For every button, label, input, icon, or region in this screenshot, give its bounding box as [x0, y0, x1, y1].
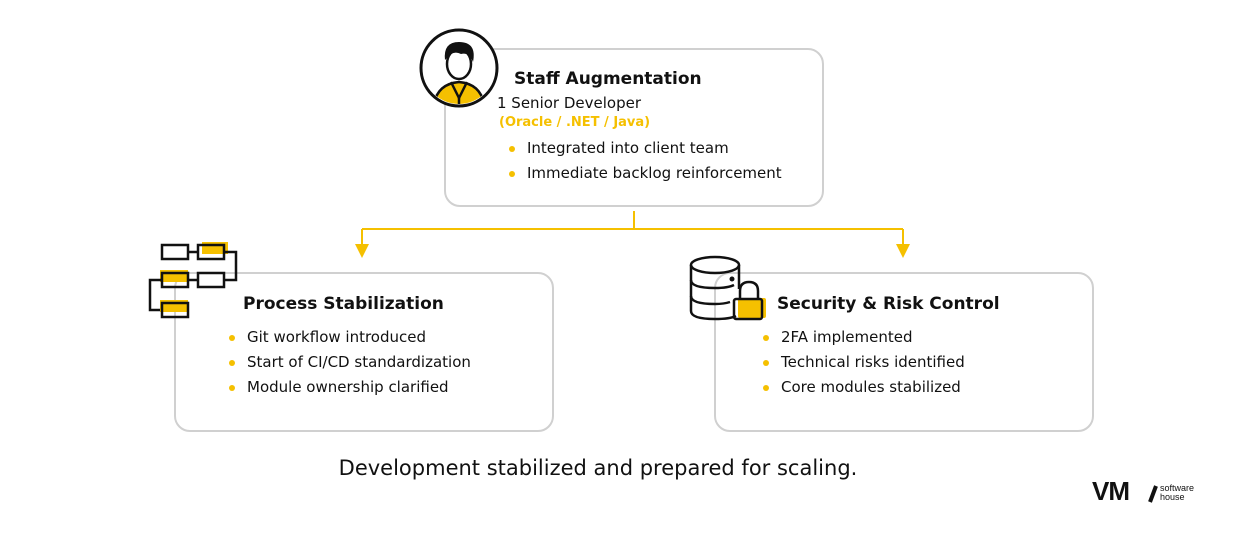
logo-mark: VM [1092, 476, 1130, 506]
bullet-dot [763, 360, 769, 366]
workflow-blocks-icon [148, 242, 238, 319]
list-item: 2FA implemented [763, 325, 965, 350]
bullet-dot [229, 335, 235, 341]
logo-slash-icon [1148, 485, 1158, 503]
bullet-dot [763, 335, 769, 341]
list-item: Integrated into client team [509, 136, 782, 161]
developer-avatar-icon [419, 28, 499, 108]
bullet-dot [229, 360, 235, 366]
logo-tagline: software house [1160, 483, 1195, 502]
process-stabilization-bullets: Git workflow introduced Start of CI/CD s… [229, 325, 471, 400]
arrow-right-head [896, 244, 910, 258]
list-item: Start of CI/CD standardization [229, 350, 471, 375]
list-item: Technical risks identified [763, 350, 965, 375]
staff-augmentation-card [444, 48, 824, 207]
bullet-dot [509, 171, 515, 177]
process-stabilization-card [174, 272, 554, 432]
security-risk-card [714, 272, 1094, 432]
list-item: Git workflow introduced [229, 325, 471, 350]
bullet-dot [229, 385, 235, 391]
bullet-dot [509, 146, 515, 152]
bullet-dot [763, 385, 769, 391]
list-item: Module ownership clarified [229, 375, 471, 400]
tech-stack-label: (Oracle / .NET / Java) [499, 115, 651, 130]
process-stabilization-title: Process Stabilization [243, 294, 444, 314]
staff-augmentation-title: Staff Augmentation [514, 69, 702, 89]
security-risk-title: Security & Risk Control [777, 294, 1000, 314]
staff-augmentation-subtitle: 1 Senior Developer [497, 94, 641, 112]
security-risk-bullets: 2FA implemented Technical risks identifi… [763, 325, 965, 400]
vm-software-house-logo: VM software house [1092, 476, 1194, 507]
arrow-left-head [355, 244, 369, 258]
footer-summary: Development stabilized and prepared for … [338, 456, 858, 480]
database-lock-icon [689, 255, 766, 321]
list-item: Core modules stabilized [763, 375, 965, 400]
staff-augmentation-bullets: Integrated into client team Immediate ba… [509, 136, 782, 186]
list-item: Immediate backlog reinforcement [509, 161, 782, 186]
